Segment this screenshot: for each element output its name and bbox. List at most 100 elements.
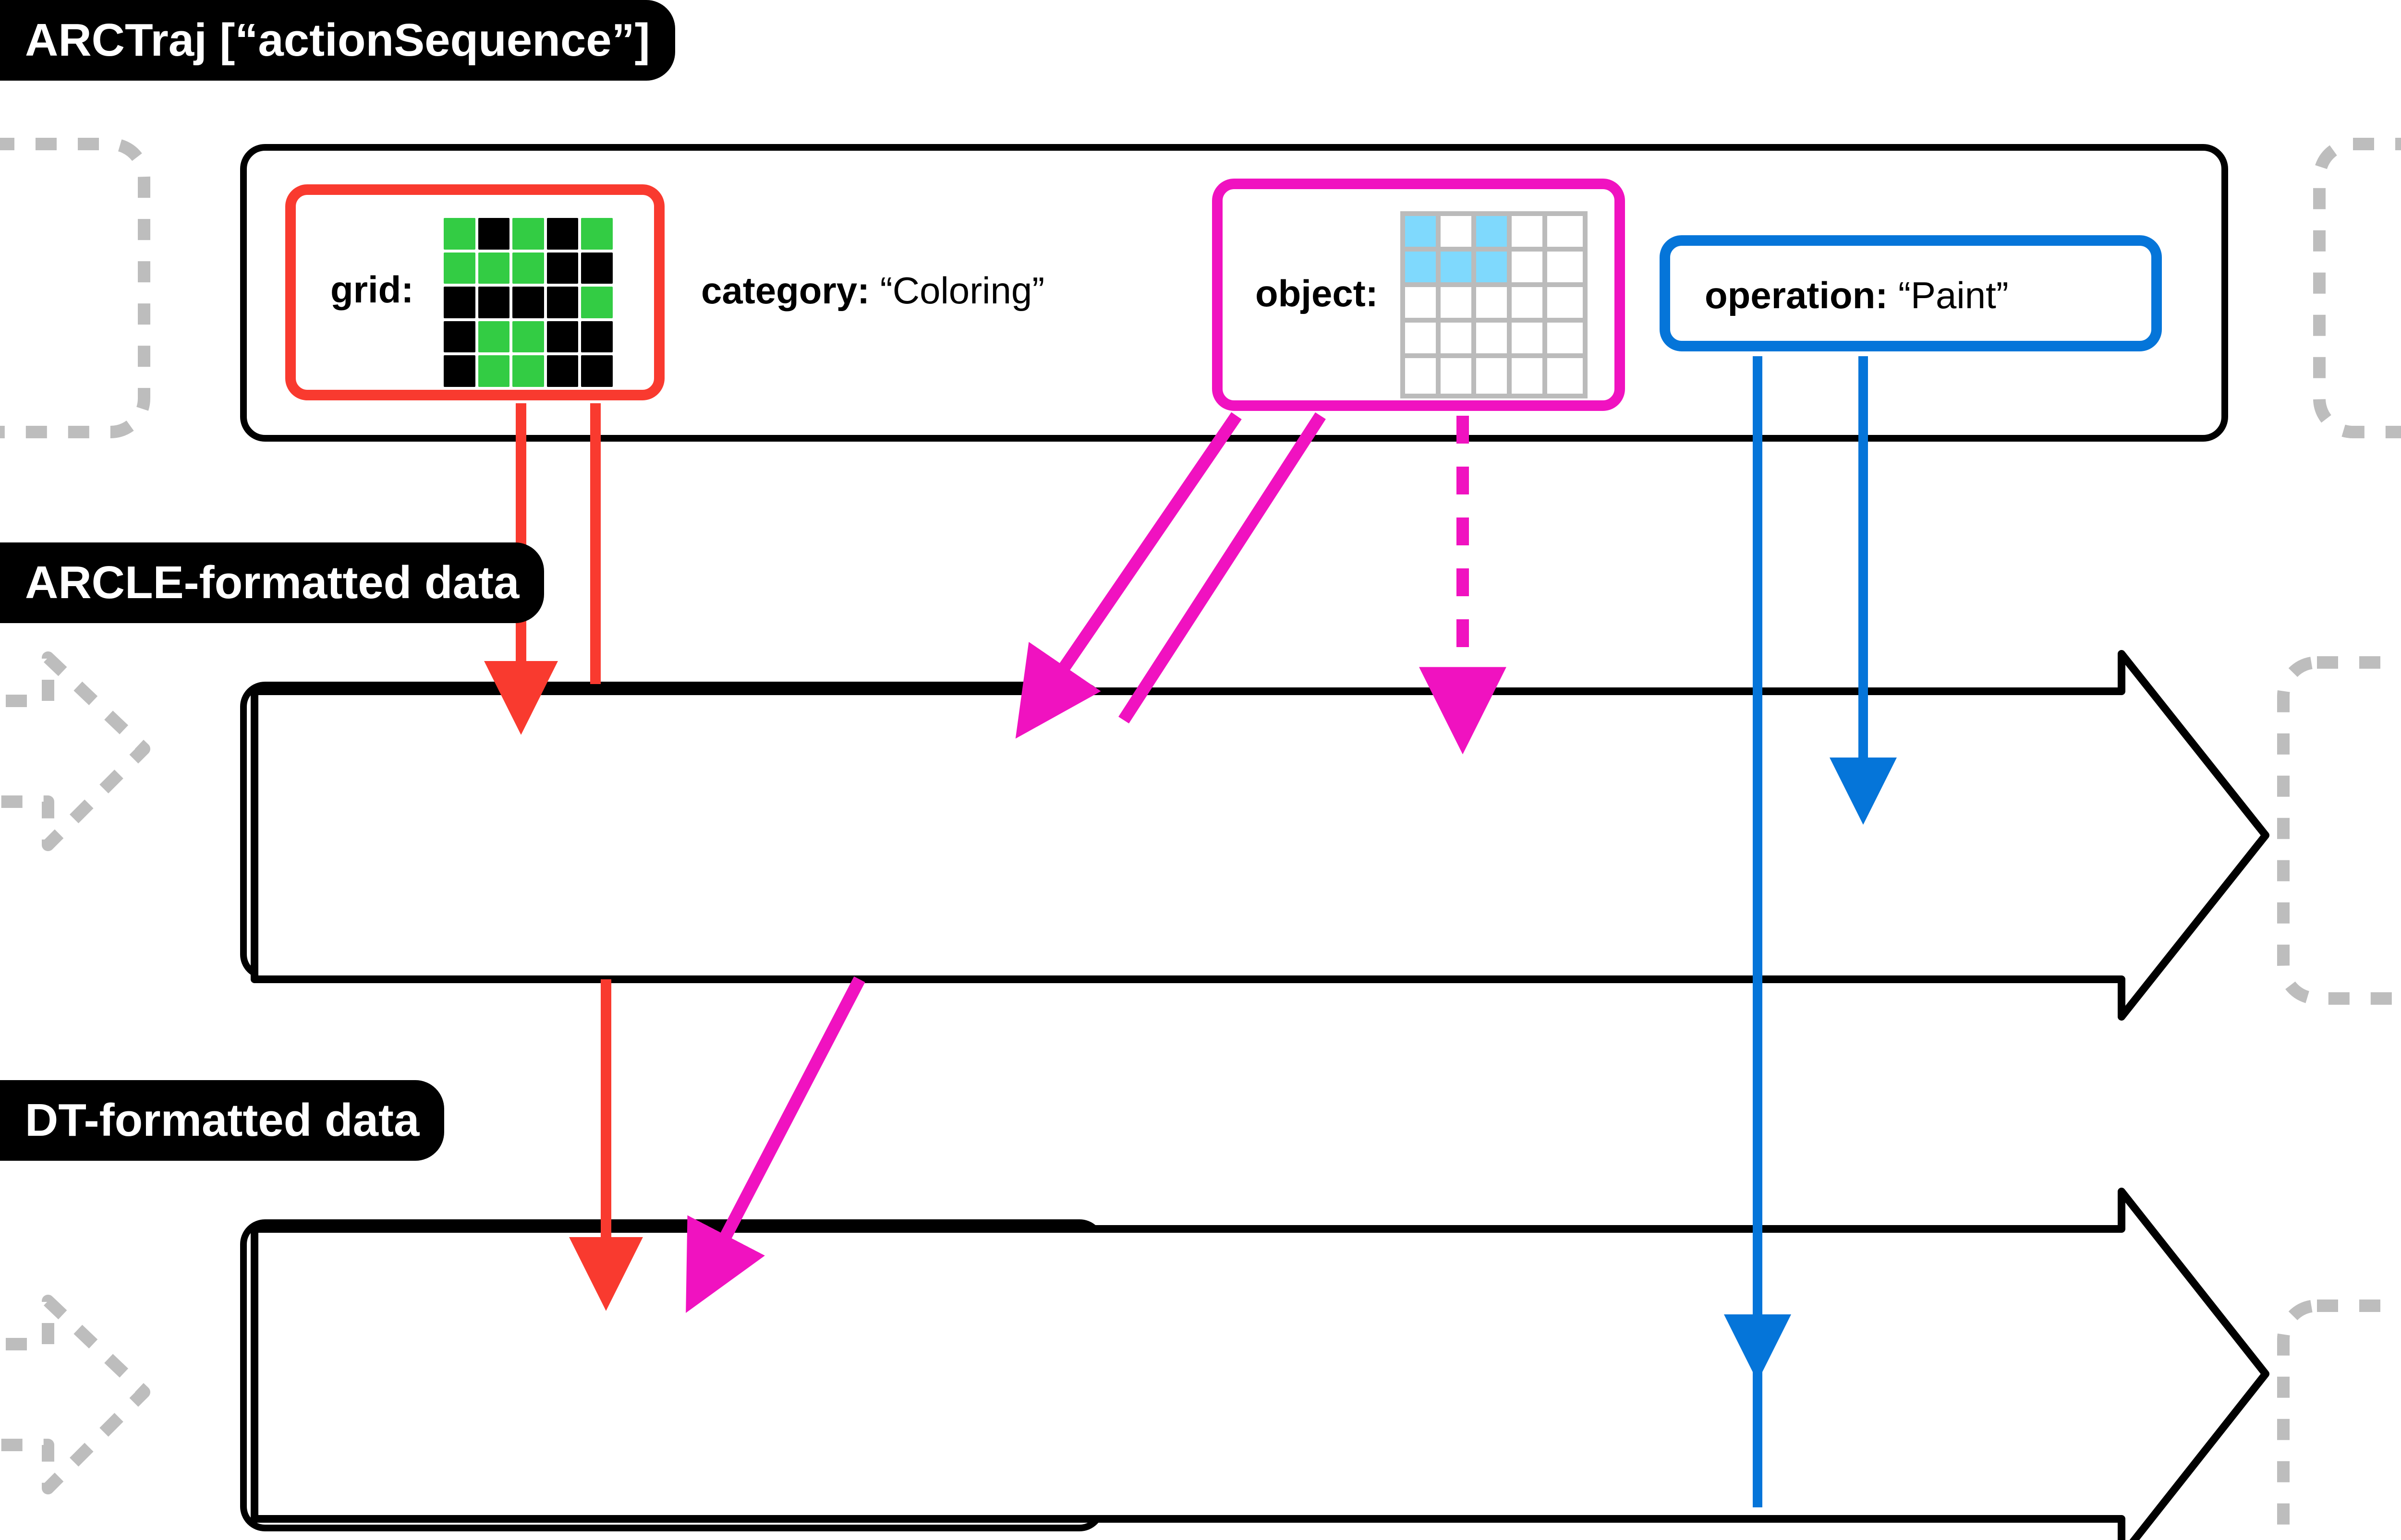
grid-cell [1441, 358, 1476, 394]
grid-cell [671, 1378, 704, 1410]
dt-operation-value: “Paint” [1605, 1342, 1716, 1384]
grid-cell [439, 748, 471, 780]
grid-cell [706, 1274, 739, 1306]
grid-cell [987, 856, 1023, 892]
grid-cell [882, 786, 918, 822]
grid-cell [543, 782, 575, 815]
grid-cell [917, 821, 953, 857]
grid-cell [1512, 323, 1547, 358]
grid-cell [512, 252, 544, 284]
grid-cell [952, 821, 988, 857]
grid-cell [1550, 809, 1587, 847]
grid-cell [546, 287, 579, 318]
grid-cell [512, 218, 544, 250]
grid-cell [543, 713, 575, 746]
grid-cell [439, 713, 471, 746]
grid-cell [512, 355, 544, 387]
grid-cell [508, 782, 541, 815]
grid-cell [1512, 358, 1547, 394]
grid-cell [444, 321, 475, 353]
grid-cell [546, 321, 579, 353]
arctraj-grid-chip[interactable]: grid: [285, 184, 665, 400]
arcle-grid-label: grid: [310, 819, 394, 862]
arctraj-object-grid [1400, 211, 1588, 398]
grid-cell [1476, 216, 1512, 252]
grid-cell [706, 1343, 739, 1376]
arctraj-category-value: “Coloring” [880, 269, 1045, 312]
grid-cell [543, 748, 575, 780]
arcle-state-box: state grid: object: [240, 682, 1104, 979]
arctraj-operation-chip[interactable]: operation: “Paint” [1660, 235, 2162, 351]
grid-cell [882, 856, 918, 892]
grid-cell [1405, 287, 1441, 323]
grid-cell [1550, 773, 1587, 810]
grid-cell [602, 1343, 634, 1376]
grid-cell [508, 748, 541, 780]
grid-cell [578, 748, 610, 780]
grid-cell [1440, 773, 1477, 810]
grid-cell [581, 218, 613, 250]
grid-cell [581, 355, 613, 387]
grid-cell [439, 818, 471, 850]
dt-state-grid [602, 1274, 773, 1445]
grid-cell [847, 856, 883, 892]
arctraj-object-chip[interactable]: object: [1212, 179, 1625, 411]
grid-cell [473, 818, 506, 850]
grid-cell [1587, 883, 1624, 920]
arctraj-object-label: object: [1255, 272, 1378, 314]
grid-cell [882, 751, 918, 787]
grid-cell [602, 1378, 634, 1410]
grid-cell [917, 786, 953, 822]
grid-cell [602, 1413, 634, 1445]
grid-cell [546, 252, 579, 284]
arctraj-grid-label: grid: [330, 268, 414, 311]
grid-cell [478, 252, 510, 284]
grid-cell [473, 748, 506, 780]
dt-state-box: state [240, 1219, 1104, 1531]
arcle-operation-text: operation: “Paint” [1700, 816, 2004, 854]
grid-cell [1477, 809, 1514, 847]
arcle-state-label: state [272, 706, 366, 751]
grid-cell [706, 1413, 739, 1445]
grid-cell [543, 818, 575, 850]
grid-cell [671, 1343, 704, 1376]
grid-cell [1476, 287, 1512, 323]
grid-cell [1547, 287, 1583, 323]
grid-cell [917, 751, 953, 787]
grid-cell [1547, 216, 1583, 252]
grid-cell [478, 321, 510, 353]
grid-cell [512, 321, 544, 353]
grid-cell [1550, 736, 1587, 773]
grid-cell [847, 786, 883, 822]
grid-cell [1513, 736, 1551, 773]
grid-cell [581, 287, 613, 318]
grid-cell [952, 751, 988, 787]
arcle-object-grid [842, 711, 1028, 897]
grid-cell [473, 713, 506, 746]
grid-cell [1441, 252, 1476, 287]
dt-operation-text: operation: “Paint” [1412, 1344, 1716, 1382]
magenta-connector-b [1118, 412, 1326, 724]
dt-action-label: action [1133, 1251, 1252, 1296]
grid-cell [706, 1378, 739, 1410]
grid-cell [987, 786, 1023, 822]
grid-cell [512, 287, 544, 318]
arctraj-operation-value: “Paint” [1898, 274, 2009, 316]
grid-cell [882, 821, 918, 857]
grid-cell [1477, 773, 1514, 810]
banner-dt-label: DT-formatted data [25, 1095, 420, 1146]
grid-cell [1441, 287, 1476, 323]
grid-cell [1405, 358, 1441, 394]
grid-cell [444, 252, 475, 284]
grid-cell [1547, 252, 1583, 287]
grid-cell [602, 1309, 634, 1341]
grid-cell [578, 782, 610, 815]
grid-cell [1477, 883, 1514, 920]
grid-cell [439, 782, 471, 815]
arcle-selection-grid [1436, 732, 1628, 924]
grid-cell [741, 1378, 773, 1410]
grid-cell [508, 713, 541, 746]
grid-cell [1440, 736, 1477, 773]
grid-cell [671, 1309, 704, 1341]
grid-cell [473, 852, 506, 884]
